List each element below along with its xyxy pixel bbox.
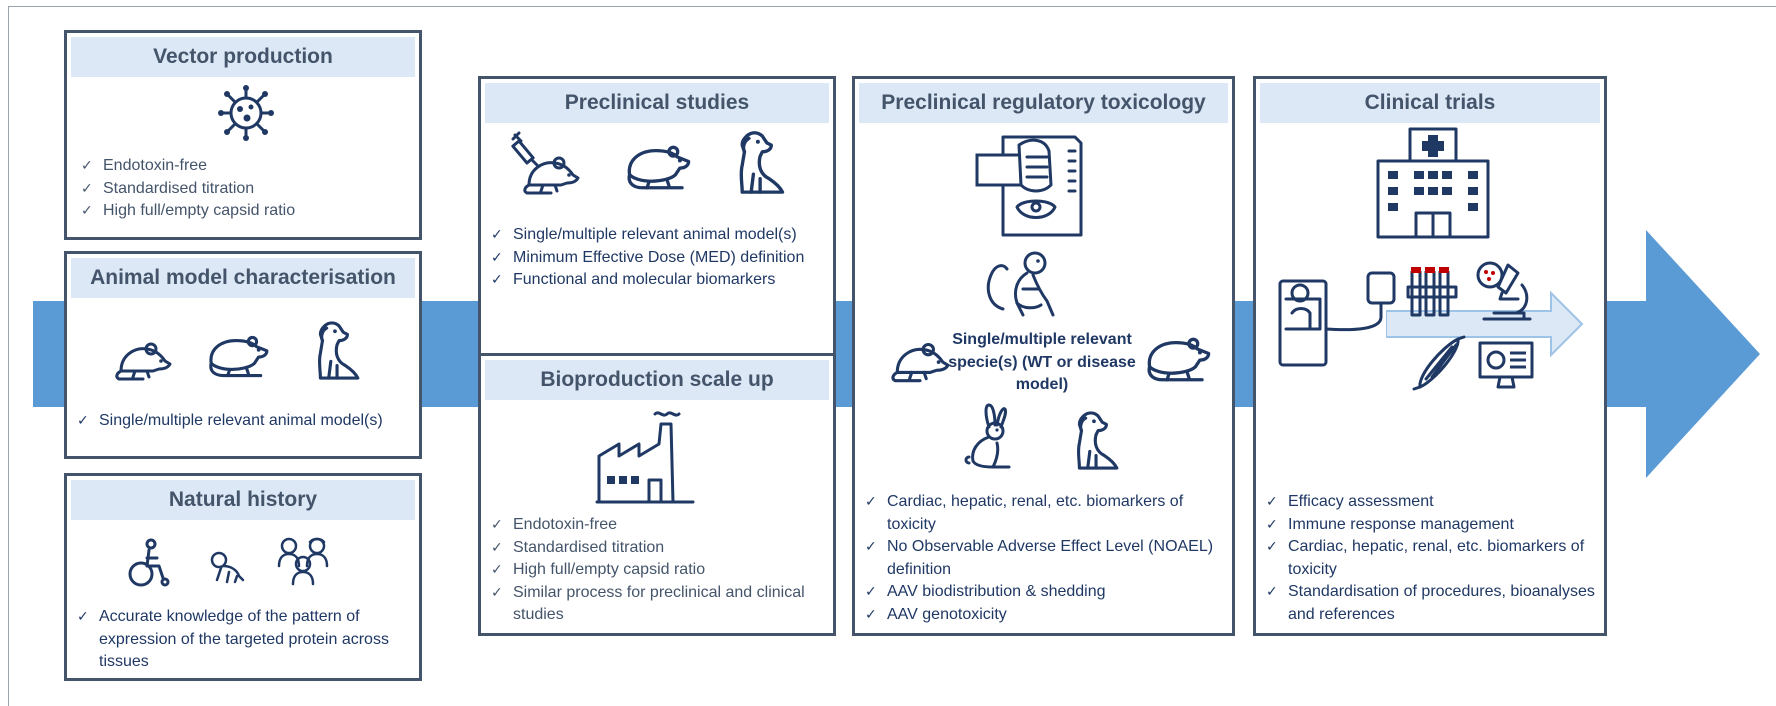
checklist-item: Similar process for preclinical and clin… — [491, 582, 831, 627]
bioproduction-checklist: Endotoxin-free Standardised titration Hi… — [491, 514, 831, 627]
diagram-frame — [8, 6, 1776, 706]
clinical-trials-checklist: Efficacy assessment Immune response mana… — [1266, 491, 1601, 626]
factory-icon — [595, 406, 695, 504]
dog-icon — [731, 127, 787, 199]
animal-model-checklist: Single/multiple relevant animal model(s) — [77, 410, 417, 433]
patient-bed-icon — [1276, 269, 1400, 369]
card-animal-model: Animal model characterisation Single/mul… — [64, 251, 422, 459]
regulatory-toxicology-checklist: Cardiac, hepatic, renal, etc. biomarkers… — [865, 491, 1230, 626]
checklist-item: Cardiac, hepatic, renal, etc. biomarkers… — [1266, 536, 1601, 581]
card-title: Animal model characterisation — [71, 258, 415, 298]
checklist-item: AAV biodistribution & shedding — [865, 581, 1230, 604]
species-label: Single/multiple relevant specie(s) (WT o… — [948, 331, 1136, 393]
light-arrow-icon — [1386, 290, 1584, 358]
rat-icon — [623, 139, 693, 195]
checklist-item: Functional and molecular biomarkers — [491, 269, 831, 292]
checklist-item: Cardiac, hepatic, renal, etc. biomarkers… — [865, 491, 1230, 536]
rat-icon — [1143, 331, 1213, 387]
card-title: Bioproduction scale up — [485, 360, 829, 400]
mouse-icon — [889, 337, 951, 383]
hospital-icon — [1374, 125, 1492, 241]
hand-document-icon — [973, 127, 1085, 239]
rabbit-icon — [963, 403, 1019, 469]
card-title: Preclinical studies — [485, 83, 829, 123]
preclinical-studies-checklist: Single/multiple relevant animal model(s)… — [491, 224, 831, 292]
card-clinical-trials: Clinical trials — [1253, 76, 1607, 636]
card-vector-production: Vector production Endotoxin-free Standar… — [64, 30, 422, 240]
mouse-icon — [113, 337, 173, 381]
dog-icon — [1069, 409, 1121, 473]
natural-history-checklist: Accurate knowledge of the pattern of exp… — [77, 606, 412, 674]
card-preclinical-studies: Preclinical studies Single/multiple rele… — [478, 76, 836, 356]
checklist-item: Endotoxin-free — [81, 155, 411, 178]
muscle-icon — [1412, 335, 1466, 391]
checklist-item: No Observable Adverse Effect Level (NOAE… — [865, 536, 1230, 581]
microscope-icon — [1474, 259, 1534, 323]
card-natural-history: Natural history — [64, 473, 422, 681]
checklist-item: Standardisation of procedures, bioanalys… — [1266, 581, 1601, 626]
checklist-item: High full/empty capsid ratio — [491, 559, 831, 582]
family-icon — [275, 536, 331, 586]
checklist-item: AAV genotoxicity — [865, 604, 1230, 627]
test-tubes-icon — [1406, 265, 1458, 321]
card-title: Clinical trials — [1260, 83, 1600, 123]
checklist-item: Accurate knowledge of the pattern of exp… — [77, 606, 412, 674]
card-title: Natural history — [71, 480, 415, 520]
dog-icon — [310, 316, 362, 386]
monkey-icon — [983, 249, 1063, 319]
checklist-item: Single/multiple relevant animal model(s) — [491, 224, 831, 247]
card-bioproduction: Bioproduction scale up Endotoxin-free St… — [478, 353, 836, 636]
checklist-item: Standardised titration — [491, 537, 831, 560]
checklist-item: High full/empty capsid ratio — [81, 200, 411, 223]
injected-mouse-icon — [511, 131, 583, 195]
checklist-item: Immune response management — [1266, 514, 1601, 537]
card-regulatory-toxicology: Preclinical regulatory toxicology S — [852, 76, 1235, 636]
virus-icon — [217, 84, 275, 142]
monitor-icon — [1478, 341, 1534, 391]
card-title: Vector production — [71, 37, 415, 77]
checklist-item: Standardised titration — [81, 178, 411, 201]
checklist-item: Endotoxin-free — [491, 514, 831, 537]
baby-icon — [207, 550, 247, 586]
vector-production-checklist: Endotoxin-free Standardised titration Hi… — [81, 155, 411, 223]
rat-icon — [205, 328, 271, 384]
checklist-item: Minimum Effective Dose (MED) definition — [491, 247, 831, 270]
wheelchair-icon — [125, 538, 171, 588]
checklist-item: Single/multiple relevant animal model(s) — [77, 410, 417, 433]
pipeline-arrowhead — [1646, 230, 1760, 478]
checklist-item: Efficacy assessment — [1266, 491, 1601, 514]
card-title: Preclinical regulatory toxicology — [859, 83, 1228, 123]
